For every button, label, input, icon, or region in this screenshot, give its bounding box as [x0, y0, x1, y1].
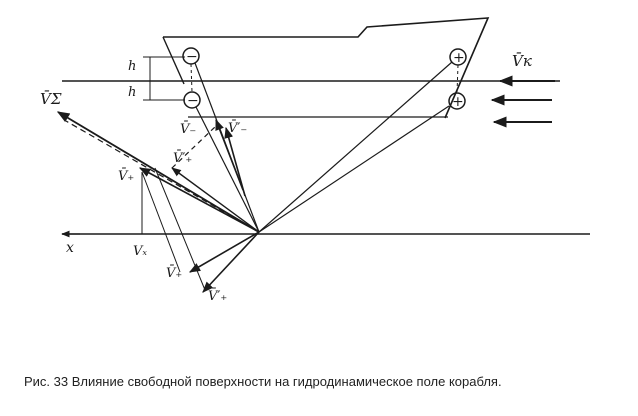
vector-v-plus-left — [139, 167, 260, 233]
sink-lower-icon — [183, 91, 201, 109]
h-label-lower: h — [128, 85, 136, 100]
ray-to-upper-source — [258, 61, 453, 233]
sink-upper-sign: − — [186, 49, 198, 65]
label-v-minus: V̄₋ — [180, 121, 196, 137]
ray-to-lower-sink — [195, 106, 260, 233]
vector-v-minus — [215, 118, 244, 191]
source-upper-sign: + — [453, 50, 465, 66]
figure-caption: Рис. 33 Влияние свободной поверхности на… — [24, 374, 502, 389]
ray-to-lower-source — [258, 105, 450, 233]
vector-v-plus-prime-upper-dash — [171, 125, 217, 169]
vector-v-plus-prime-bottom — [202, 231, 260, 293]
vector-v-plus-prime-upper — [171, 167, 260, 233]
label-v-minus-prime: V̄′₋ — [228, 120, 247, 136]
vector-v-minus-prime — [224, 126, 246, 197]
label-v-plus-prime-bottom: V̄′₊ — [208, 288, 227, 304]
ship-hull-outline — [163, 17, 490, 119]
source-lower-icon — [448, 92, 466, 110]
vector-v-plus-bottom — [189, 231, 260, 273]
label-v-plus-left: V̄₊ — [118, 168, 134, 184]
sink-lower-sign: − — [187, 93, 199, 109]
label-x-axis: x — [66, 240, 74, 256]
vector-v-sigma — [56, 111, 260, 233]
label-v-sigma: V̄Σ — [40, 90, 62, 108]
vector-v-sigma-dashed — [65, 120, 260, 233]
construction-line-1 — [141, 171, 181, 273]
h-label-upper: h — [128, 59, 136, 74]
label-v-k: V̄к — [512, 52, 532, 70]
ship-hull-bow-edge — [162, 36, 185, 85]
label-v-x: Vₓ — [133, 244, 147, 259]
source-lower-sign: + — [452, 94, 464, 110]
sink-connector — [190, 63, 193, 93]
label-v-plus-bottom: V̄₊ — [166, 265, 182, 281]
label-v-plus-prime-upper: V̄′₊ — [173, 150, 192, 166]
source-connector — [456, 64, 459, 94]
